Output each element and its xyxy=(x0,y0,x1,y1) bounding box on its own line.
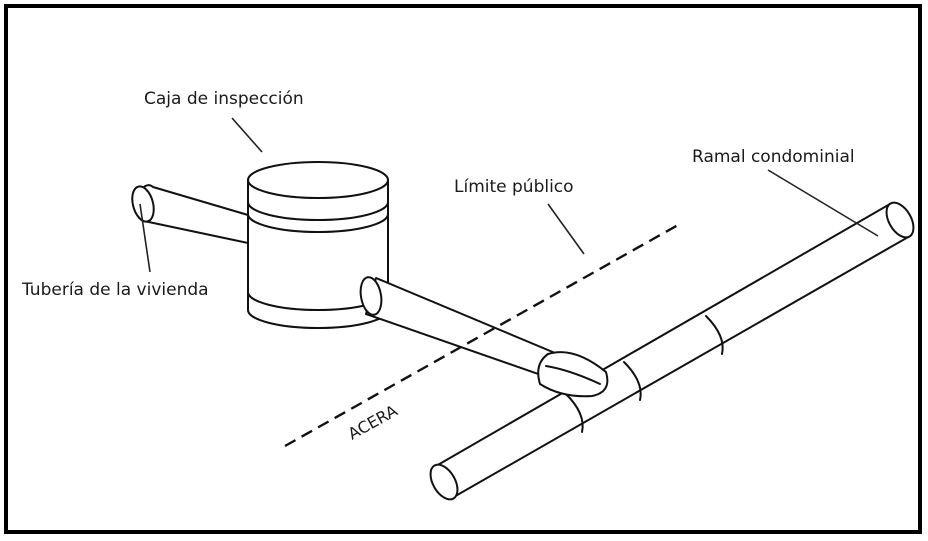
diagram-frame xyxy=(4,4,922,534)
condominial-branch-leader xyxy=(767,169,879,237)
public-limit-leader xyxy=(547,203,585,255)
house-pipe-label: Tubería de la vivienda xyxy=(21,280,209,300)
public-limit-label: Límite público xyxy=(454,177,574,197)
house-pipe-leader xyxy=(139,203,151,273)
inspection-box xyxy=(247,161,389,329)
condominial-branch-label: Ramal condominial xyxy=(692,147,855,167)
inspection-box-leader xyxy=(231,117,263,153)
inspection-box-label: Caja de inspección xyxy=(144,89,304,109)
house-pipe xyxy=(131,184,249,244)
condominial-branch-pipe xyxy=(429,201,915,501)
